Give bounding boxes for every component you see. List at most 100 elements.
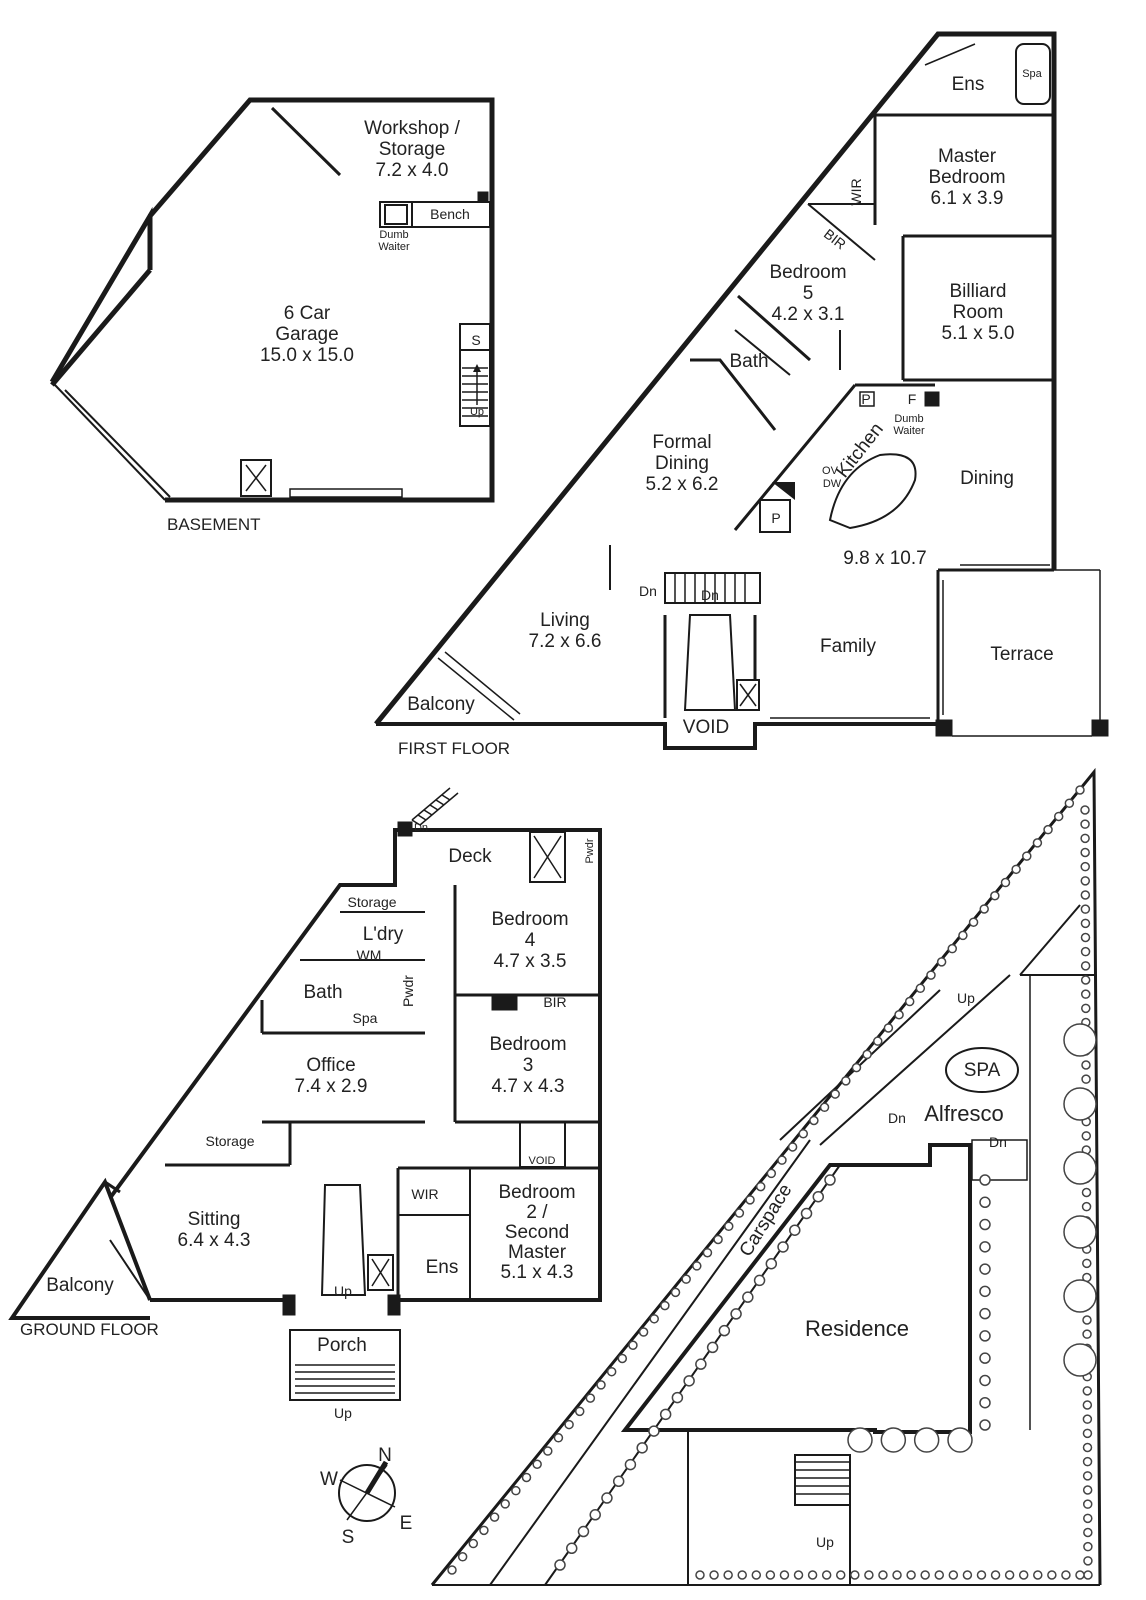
tree-mark bbox=[793, 1570, 804, 1580]
tree-mark bbox=[649, 1314, 659, 1324]
tree-mark bbox=[1080, 975, 1091, 985]
tree-mark bbox=[1063, 1215, 1097, 1249]
dining-label: Dining bbox=[960, 468, 1014, 489]
tree-mark bbox=[612, 1475, 625, 1488]
tree-mark bbox=[835, 1570, 846, 1580]
family-label: Family bbox=[820, 636, 876, 657]
tree-mark bbox=[574, 1406, 585, 1417]
tree-mark bbox=[800, 1207, 813, 1220]
tree-mark bbox=[1064, 798, 1075, 808]
tree-mark bbox=[847, 1427, 873, 1453]
ff-dumb-waiter-label: Dumb Waiter bbox=[893, 413, 925, 437]
tree-mark bbox=[521, 1472, 532, 1483]
gf-bir-label: BIR bbox=[543, 994, 567, 1010]
tree-mark bbox=[979, 1419, 991, 1431]
tree-mark bbox=[1080, 847, 1090, 858]
tree-mark bbox=[777, 1155, 787, 1165]
tree-mark bbox=[745, 1195, 755, 1205]
gf-dn-label: Dn bbox=[413, 822, 429, 834]
wm-label: WM bbox=[356, 947, 382, 963]
tree-mark bbox=[798, 1128, 809, 1139]
dishwasher-label: DW bbox=[822, 478, 842, 490]
tree-mark bbox=[915, 983, 926, 994]
residence-outline bbox=[620, 1143, 972, 1434]
tree-mark bbox=[948, 1570, 959, 1580]
tree-mark bbox=[1063, 1087, 1097, 1121]
tree-mark bbox=[904, 996, 915, 1007]
tree-mark bbox=[936, 957, 947, 967]
tree-mark bbox=[979, 1396, 991, 1409]
tree-mark bbox=[1081, 1060, 1091, 1070]
tree-mark bbox=[1011, 864, 1021, 875]
tree-mark bbox=[821, 1570, 832, 1580]
tree-mark bbox=[1053, 811, 1064, 822]
basement-wall bbox=[49, 206, 153, 384]
basement-caption: BASEMENT bbox=[167, 515, 261, 534]
tree-mark bbox=[873, 1036, 883, 1046]
tree-mark bbox=[1018, 1570, 1029, 1580]
basement-plan bbox=[49, 97, 495, 503]
tree-mark bbox=[841, 1076, 851, 1086]
tree-mark bbox=[1082, 1471, 1093, 1481]
tree-mark bbox=[617, 1353, 628, 1364]
tree-mark bbox=[819, 1102, 830, 1113]
tree-mark bbox=[659, 1408, 672, 1421]
ff-balcony-label: Balcony bbox=[407, 694, 475, 715]
site-plan bbox=[430, 767, 1102, 1586]
tree-mark bbox=[1080, 890, 1091, 900]
tree-mark bbox=[979, 1174, 991, 1186]
tree-mark bbox=[1083, 1570, 1093, 1580]
tree-mark bbox=[958, 930, 968, 941]
tree-mark bbox=[636, 1442, 648, 1454]
gf-spa-label: Spa bbox=[352, 1010, 378, 1026]
tree-mark bbox=[702, 1247, 713, 1258]
residence-label: Residence bbox=[805, 1316, 909, 1341]
tree-mark bbox=[601, 1492, 613, 1504]
tree-mark bbox=[979, 1374, 991, 1387]
tree-mark bbox=[934, 1570, 945, 1580]
compass-n: N bbox=[378, 1445, 392, 1466]
tree-mark bbox=[947, 1427, 973, 1453]
terrace-label: Terrace bbox=[990, 644, 1054, 665]
first-floor-caption: FIRST FLOOR bbox=[398, 739, 511, 758]
ground-floor-caption: GROUND FLOOR bbox=[20, 1320, 159, 1339]
gf-ens-label: Ens bbox=[425, 1257, 459, 1278]
tree-mark bbox=[723, 1570, 733, 1580]
tree-mark bbox=[926, 970, 936, 980]
laundry-label: L'dry bbox=[362, 924, 404, 945]
tree-mark bbox=[777, 1241, 789, 1253]
tree-mark bbox=[1082, 1442, 1093, 1453]
tree-mark bbox=[779, 1570, 790, 1580]
ff-spa-label: Spa bbox=[1022, 68, 1042, 80]
oven-label: OV bbox=[822, 465, 838, 477]
tree-mark bbox=[1047, 1570, 1057, 1580]
tree-mark bbox=[1080, 805, 1090, 815]
tree-mark bbox=[479, 1525, 489, 1536]
site-dn-label-2: Dn bbox=[989, 1134, 1007, 1150]
gf-balcony-label: Balcony bbox=[46, 1275, 114, 1296]
alfresco-label: Alfresco bbox=[924, 1101, 1004, 1126]
tree-mark bbox=[706, 1341, 719, 1354]
tree-mark bbox=[1083, 1513, 1093, 1524]
tree-mark bbox=[564, 1419, 574, 1430]
tree-mark bbox=[979, 1241, 991, 1253]
tree-mark bbox=[718, 1324, 731, 1337]
tree-mark bbox=[1063, 1151, 1097, 1185]
tree-mark bbox=[532, 1459, 542, 1469]
ff-bath-label: Bath bbox=[729, 351, 769, 372]
tree-mark bbox=[543, 1446, 553, 1456]
tree-mark bbox=[979, 1218, 991, 1231]
tree-mark bbox=[1080, 861, 1090, 872]
first-floor-plan bbox=[374, 31, 1109, 750]
tree-mark bbox=[878, 1570, 888, 1580]
tree-mark bbox=[990, 891, 1000, 901]
ff-ens-label: Ens bbox=[951, 74, 985, 95]
site-boundary bbox=[430, 767, 1102, 1586]
tree-mark bbox=[979, 1285, 991, 1298]
